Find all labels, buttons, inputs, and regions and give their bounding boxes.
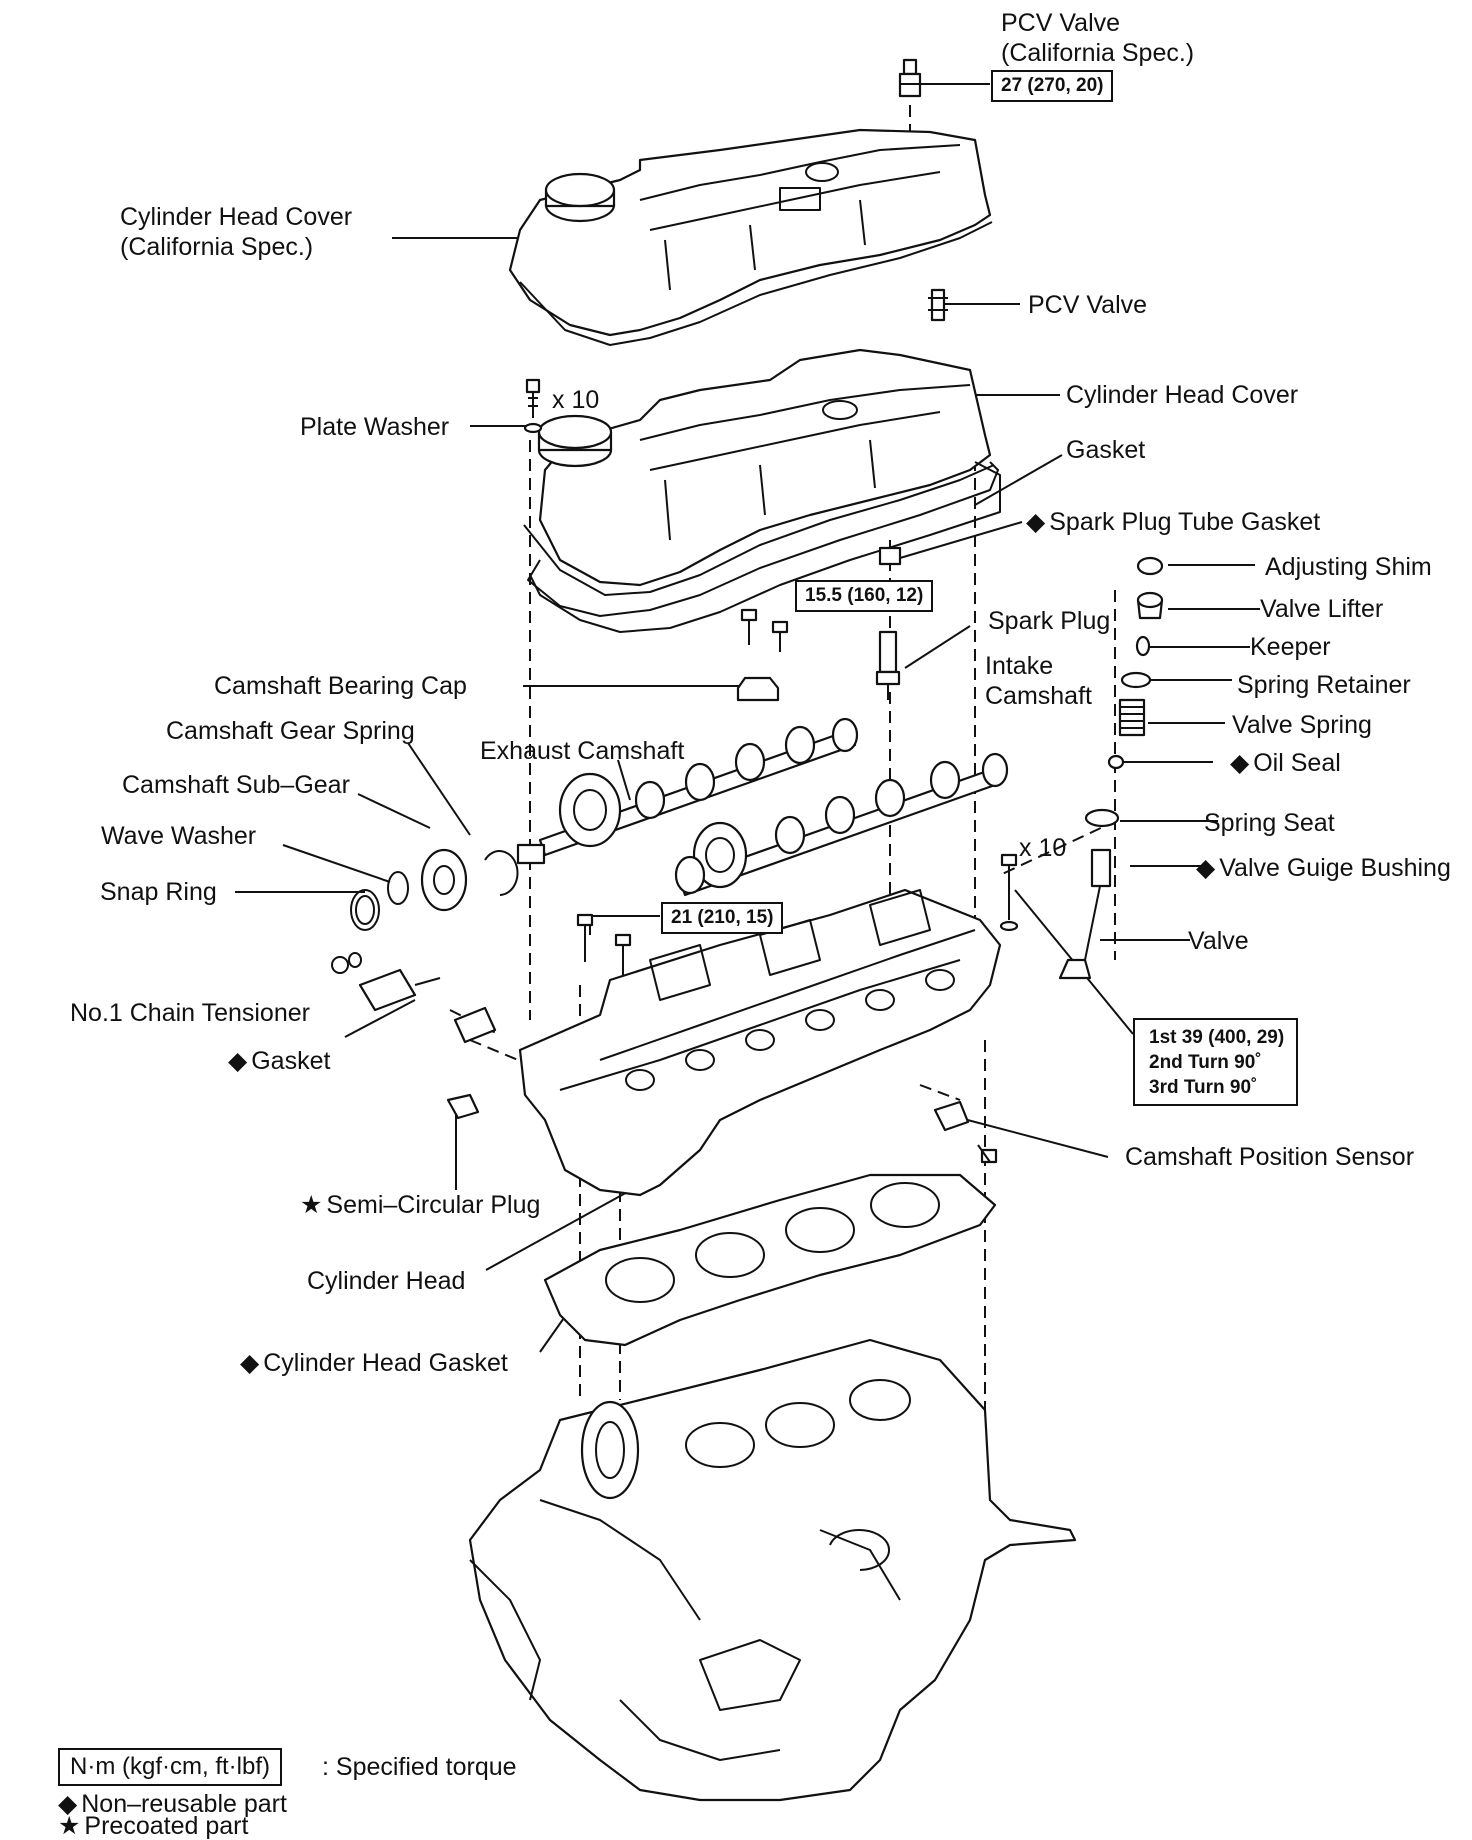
legend-precoated: ★Precoated part	[58, 1812, 248, 1840]
intake-camshaft-part	[674, 752, 1009, 897]
non-reusable-icon: ◆	[1026, 508, 1046, 536]
spark-plug-tube-gasket-part	[878, 546, 902, 566]
label-wave-washer: Wave Washer	[101, 822, 257, 850]
label-pcv-valve-ca: PCV Valve (California Spec.)	[1001, 8, 1194, 68]
torque-bearing-cap: 15.5 (160, 12)	[795, 580, 934, 612]
torque-step-2: 2nd Turn 90˚	[1149, 1052, 1262, 1073]
cylinder-head-gasket-part	[543, 1173, 997, 1347]
camshaft-position-sensor-part	[933, 1100, 998, 1164]
cylinder-head-cover-part	[523, 348, 999, 617]
torque-step-1: 1st 39 (400, 29)	[1149, 1027, 1285, 1048]
label-intake-line1: Intake	[985, 652, 1054, 680]
bearing-cap-parts	[736, 608, 789, 702]
label-cylinder-head-cover: Cylinder Head Cover	[1066, 381, 1299, 409]
cylinder-head-cover-ca-part	[508, 128, 993, 346]
label-oil-seal: ◆Oil Seal	[1230, 748, 1341, 778]
label-no1-chain-tensioner: No.1 Chain Tensioner	[70, 999, 310, 1027]
label-camshaft-gear-spring: Camshaft Gear Spring	[166, 717, 415, 745]
non-reusable-icon: ◆	[240, 1349, 260, 1377]
label-gasket-cover: Gasket	[1066, 436, 1146, 464]
valve-train-parts	[1058, 556, 1164, 980]
cylinder-head-part	[518, 888, 1002, 1197]
semi-circular-plug-part	[446, 1093, 480, 1120]
torque-step-3: 3rd Turn 90˚	[1149, 1077, 1258, 1098]
label-vgb-text: Valve Guige Bushing	[1219, 854, 1451, 882]
label-camshaft-sub-gear: Camshaft Sub–Gear	[122, 771, 350, 799]
label-cylinder-head-cover-ca: Cylinder Head Cover (California Spec.)	[120, 202, 352, 262]
label-oil-seal-text: Oil Seal	[1253, 749, 1341, 777]
label-cylinder-head: Cylinder Head	[307, 1267, 466, 1295]
label-valve: Valve	[1188, 927, 1249, 955]
pcv-valve-part	[928, 288, 948, 322]
label-pcv-valve-ca-line1: PCV Valve	[1001, 9, 1121, 37]
exhaust-camshaft-part	[538, 717, 859, 857]
non-reusable-icon: ◆	[1196, 854, 1216, 882]
label-pcv-valve: PCV Valve	[1028, 291, 1148, 319]
engine-block-part	[468, 1338, 1077, 1802]
camshaft-gear-parts	[350, 843, 546, 931]
label-x10-top: x 10	[552, 386, 600, 414]
torque-pcv: 27 (270, 20)	[991, 70, 1114, 102]
cover-gasket-part	[529, 461, 1001, 633]
spark-plug-part	[875, 630, 901, 700]
label-scp-text: Semi–Circular Plug	[326, 1191, 541, 1219]
label-gasket-tensioner: ◆Gasket	[228, 1046, 330, 1076]
torque-head-rear: 21 (210, 15)	[661, 902, 784, 934]
label-gasket-tensioner-text: Gasket	[251, 1047, 331, 1075]
non-reusable-icon: ◆	[228, 1047, 248, 1075]
torque-head-bolts: 1st 39 (400, 29) 2nd Turn 90˚ 3rd Turn 9…	[1133, 1018, 1299, 1106]
label-intake-line2: Camshaft	[985, 682, 1092, 710]
label-valve-guide-bushing: ◆Valve Guige Bushing	[1196, 853, 1451, 883]
label-cylinder-head-gasket: ◆Cylinder Head Gasket	[240, 1348, 508, 1378]
precoated-icon: ★	[300, 1191, 323, 1219]
label-chg-text: Cylinder Head Gasket	[263, 1349, 508, 1377]
label-pcv-valve-ca-line2: (California Spec.)	[1001, 39, 1195, 67]
label-keeper: Keeper	[1250, 633, 1331, 661]
non-reusable-icon: ◆	[1230, 749, 1250, 777]
label-camshaft-bearing-cap: Camshaft Bearing Cap	[214, 672, 467, 700]
cover-bolt-part	[523, 378, 543, 434]
precoated-icon: ★	[58, 1812, 81, 1840]
label-spring-retainer: Spring Retainer	[1237, 671, 1411, 699]
legend-non-reusable-text: Non–reusable part	[81, 1790, 287, 1818]
legend-torque-desc: : Specified torque	[322, 1753, 517, 1781]
label-x10-head: x 10	[1019, 834, 1067, 862]
non-reusable-icon: ◆	[58, 1790, 78, 1818]
label-adjusting-shim: Adjusting Shim	[1265, 553, 1432, 581]
label-plate-washer: Plate Washer	[300, 413, 450, 441]
label-exhaust-camshaft: Exhaust Camshaft	[480, 737, 685, 765]
label-sptg-text: Spark Plug Tube Gasket	[1049, 508, 1321, 536]
label-valve-lifter: Valve Lifter	[1260, 595, 1384, 623]
label-valve-spring: Valve Spring	[1232, 711, 1372, 739]
legend-precoated-text: Precoated part	[84, 1812, 249, 1840]
label-spring-seat: Spring Seat	[1204, 809, 1335, 837]
label-chc-ca-line1: Cylinder Head Cover	[120, 203, 353, 231]
label-intake-camshaft: Intake Camshaft	[985, 651, 1092, 711]
chain-tensioner-part	[331, 952, 497, 1044]
label-snap-ring: Snap Ring	[100, 878, 217, 906]
legend-torque-unit: N·m (kgf·cm, ft·lbf)	[58, 1748, 282, 1786]
leader-lines	[235, 83, 1260, 1353]
legend-non-reusable: ◆Non–reusable part	[58, 1789, 287, 1819]
label-chc-ca-line2: (California Spec.)	[120, 233, 314, 261]
label-camshaft-position-sensor: Camshaft Position Sensor	[1125, 1143, 1415, 1171]
label-spark-plug: Spark Plug	[988, 607, 1111, 635]
label-spark-plug-tube-gasket: ◆Spark Plug Tube Gasket	[1026, 507, 1320, 537]
head-bolt-parts	[576, 853, 1019, 985]
label-semi-circular-plug: ★Semi–Circular Plug	[300, 1190, 540, 1220]
pcv-valve-ca-part	[898, 58, 922, 98]
